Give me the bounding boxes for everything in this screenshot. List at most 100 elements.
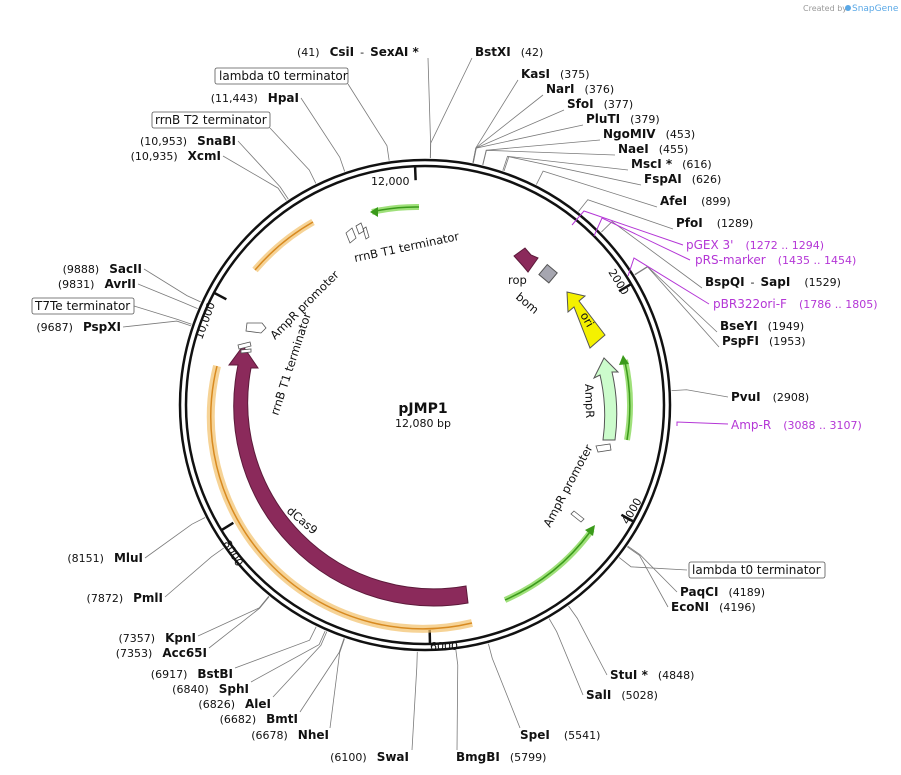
position-tick: [220, 521, 234, 532]
site-leader-line: [427, 57, 431, 159]
site-leader-line: [347, 83, 390, 161]
site-sali: SalI(5028): [586, 688, 658, 702]
feature-label-bom: bom: [513, 290, 542, 317]
site-leader-line: [208, 596, 270, 649]
primer-leader: [571, 210, 684, 246]
primer-pbr322ori-f: pBR322ori-F(1786 .. 1805): [713, 297, 878, 311]
site-leader-line: [626, 546, 669, 608]
site-leader-line: [627, 545, 678, 593]
site-leader-line: [671, 389, 729, 398]
boxed-features: lambda t0 terminator rrnB T2 terminator …: [31, 67, 826, 579]
site-leader-line: [601, 221, 703, 289]
site-bspqi: BspQI-SapI(1529): [705, 275, 841, 289]
orf-arc-green-bottom-line: [504, 531, 591, 601]
site-labels-right: (41)CsiI-SexAI * BstXI(42) KasI(375) Nar…: [297, 45, 841, 764]
site-nhei: (6678)NheI: [251, 728, 329, 742]
site-leader-line: [472, 124, 584, 163]
ampr-promoter-glyph-bottom: [570, 510, 585, 523]
site-econi: EcoNI(4196): [671, 600, 756, 614]
boxed-feature-frame: [151, 111, 271, 129]
site-leader-line: [234, 626, 317, 669]
feature-label-ori: ori: [577, 310, 597, 330]
orf-arrow-green-top: [370, 207, 378, 217]
dcas9-feature: [228, 345, 469, 607]
site-leader-line: [411, 651, 418, 751]
ori-feature: [566, 291, 606, 349]
site-leader-line: [164, 547, 224, 598]
feature-label-rrnb-t1-top: rrnB T1 terminator: [353, 229, 461, 265]
position-tick: [618, 282, 632, 293]
site-bmti: (6682)BmtI: [220, 712, 298, 726]
site-nari: NarI(376): [546, 82, 614, 96]
site-leader-lines: [122, 57, 729, 751]
primer-leader: [676, 421, 729, 426]
orf-arrow-green-right: [619, 355, 629, 365]
site-leader-line: [250, 630, 326, 683]
site-leader-line: [143, 268, 201, 303]
site-bseyi: BseYI(1949): [720, 319, 804, 333]
backbone-outer-ring: [178, 158, 672, 652]
site-fspai: FspAI(626): [644, 172, 721, 186]
site-alei: (6826)AleI: [198, 697, 271, 711]
ampr-promoter-glyph-left: [245, 322, 267, 334]
site-leader-line: [144, 517, 206, 559]
site-leader-line: [429, 57, 473, 159]
boxed-feature-frame: [31, 297, 135, 315]
orf-arrow-green-bottom: [585, 525, 595, 536]
site-leader-line: [619, 557, 688, 571]
orf-arc-green-bottom: [503, 528, 595, 603]
plasmid-size: 12,080 bp: [395, 417, 451, 430]
position-tick: [213, 291, 227, 301]
site-pspxi: (9687)PspXI: [36, 320, 121, 334]
site-xcmi: (10,935)XcmI: [131, 149, 221, 163]
site-leader-line: [502, 155, 629, 171]
site-pmli: (7872)PmlI: [87, 591, 163, 605]
site-leader-line: [535, 170, 658, 208]
site-leader-line: [300, 97, 346, 172]
plasmid-title-block: pJMP1 12,080 bp: [395, 401, 451, 430]
backbone-inner-ring: [184, 164, 666, 646]
tick-label: 6000: [430, 640, 458, 653]
site-sacii: (9888)SacII: [63, 262, 142, 276]
site-avrii: (9831)AvrII: [58, 277, 136, 291]
boxed-feature-label-t7te: T7Te terminator: [34, 299, 130, 313]
orf-arc-top-left-line: [254, 221, 314, 271]
boxed-feature-frame: [214, 67, 349, 85]
feature-label-ampr: AmpR: [582, 384, 597, 419]
site-spei: SpeI(5541): [520, 728, 600, 742]
site-mlui: (8151)MluI: [67, 551, 143, 565]
credit-prefix: Created by: [803, 4, 847, 13]
site-pluti: PluTI(379): [586, 112, 660, 126]
site-leader-line: [122, 320, 192, 328]
rrnb-t1-glyph-top: [345, 222, 370, 244]
site-labels-left: (6100)SwaI (6678)NheI (6682)BmtI (6826)A…: [36, 91, 409, 764]
site-ngomiv: NgoMIV(453): [603, 127, 695, 141]
site-kasi: KasI(375): [521, 67, 590, 81]
site-leader-line: [237, 140, 289, 200]
site-leader-line: [272, 631, 328, 698]
tick-label: 8000: [220, 538, 245, 569]
tick-label: 2000: [605, 267, 631, 298]
site-snabi: (10,953)SnaBI: [140, 134, 236, 148]
boxed-feature-frame: [688, 561, 826, 579]
site-leader-line: [329, 638, 345, 729]
ampr-feature: [592, 357, 620, 441]
rrnb-t1-glyph-left: [237, 341, 252, 354]
site-leader-line: [503, 156, 642, 186]
bom-feature: [538, 263, 558, 284]
site-leader-line: [578, 199, 674, 230]
feature-label-ampr-promoter-bottom: AmpR promoter: [540, 442, 595, 529]
site-csii: (41)CsiI-SexAI *: [297, 45, 420, 59]
site-leader-line: [299, 638, 345, 713]
site-bstbi: (6917)BstBI: [151, 667, 233, 681]
site-naei: NaeI(455): [618, 142, 688, 156]
boxed-feature-label-lambda-t0-top: lambda t0 terminator: [219, 69, 348, 83]
site-leader-line: [568, 605, 608, 676]
position-tick: [413, 166, 417, 181]
boxed-feature-label-rrnb-t2: rrnB T2 terminator: [155, 113, 267, 127]
site-sphi: (6840)SphI: [172, 682, 249, 696]
rop-feature: [513, 247, 539, 273]
tick-label: 10,000: [193, 300, 218, 341]
site-pvui: PvuI(2908): [731, 390, 809, 404]
site-leader-line: [137, 283, 198, 309]
